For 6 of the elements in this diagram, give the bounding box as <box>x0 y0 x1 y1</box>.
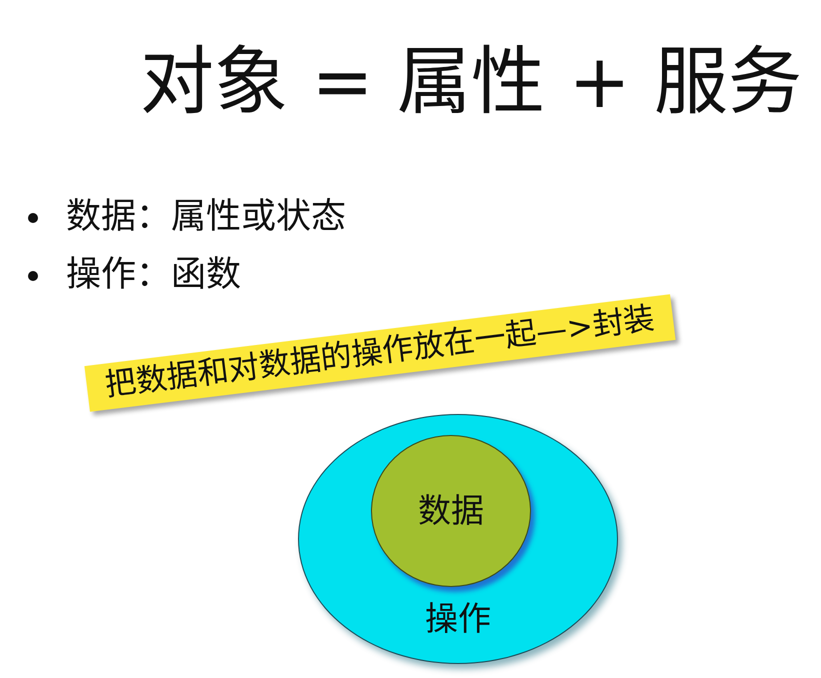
circle-label: 数据 <box>418 491 484 531</box>
ellipse-label: 操作 <box>425 599 491 639</box>
bullet-text: 操作：函数 <box>66 258 241 293</box>
banner-text: 把数据和对数据的操作放在一起—>封装 <box>103 300 657 406</box>
slide-title: 对象 = 属性 + 服务 <box>140 40 802 126</box>
bullet-text: 数据：属性或状态 <box>66 200 346 235</box>
